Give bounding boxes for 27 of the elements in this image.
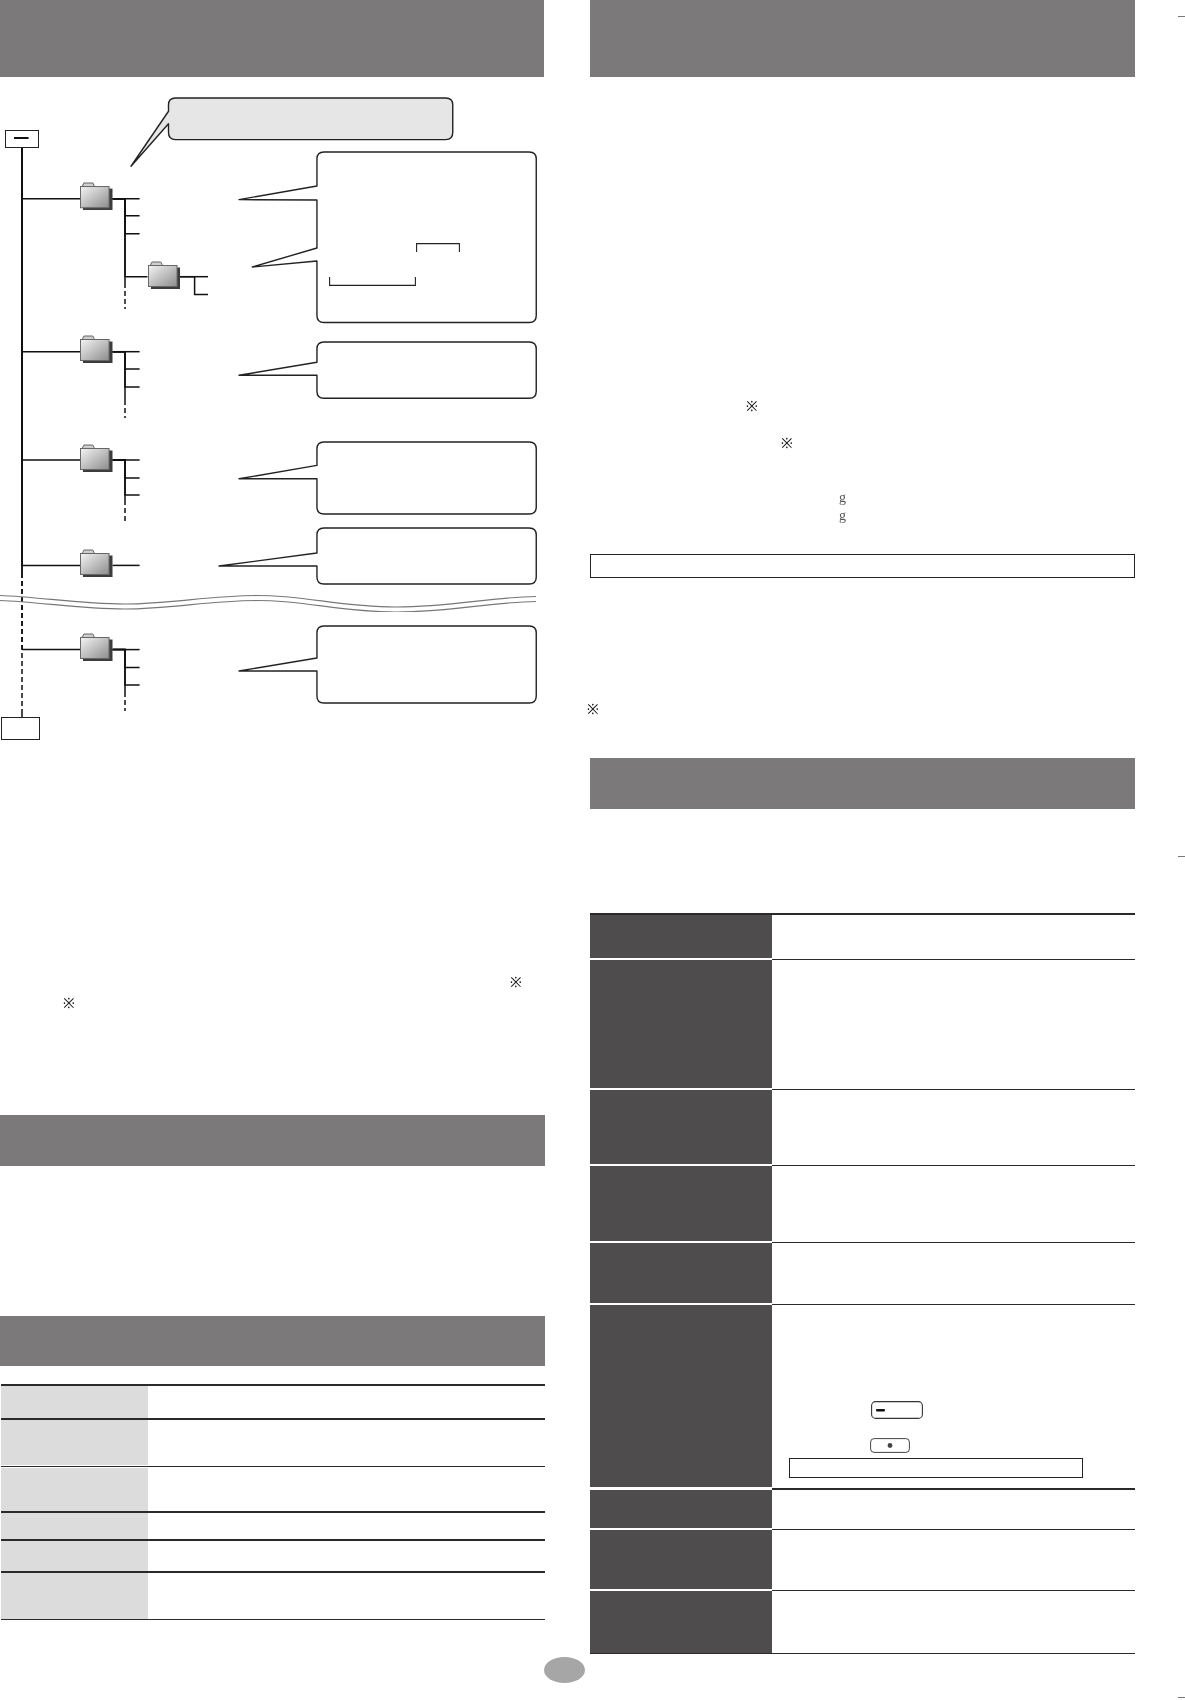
folder-icon	[80, 443, 113, 472]
tree-line	[111, 350, 126, 419]
callout-bubble	[217, 527, 537, 585]
callout-bubble	[130, 97, 454, 168]
folder-icon	[80, 181, 113, 210]
callout-bubble	[237, 625, 537, 704]
label-box	[5, 129, 39, 148]
callout-bubble	[237, 340, 537, 399]
text-fragment: g	[839, 490, 846, 506]
folder-icon	[80, 548, 113, 577]
text-fragment: g	[839, 508, 846, 524]
reference-mark: ※	[780, 435, 793, 452]
folder-icon	[147, 261, 180, 289]
callout-bubble	[237, 441, 537, 515]
reference-mark: ※	[587, 702, 599, 718]
tree-line	[111, 648, 126, 712]
tree-line	[111, 564, 141, 567]
reference-mark: ※	[510, 975, 522, 991]
label-box	[1, 717, 40, 740]
reference-mark: ※	[63, 996, 75, 1012]
folder-icon	[80, 335, 113, 363]
reference-mark: ※	[746, 399, 758, 415]
folder-icon	[80, 633, 113, 661]
tree-line	[111, 198, 126, 310]
tree-line	[111, 459, 126, 522]
tree-line	[179, 275, 209, 296]
callout-bubble	[237, 151, 537, 324]
